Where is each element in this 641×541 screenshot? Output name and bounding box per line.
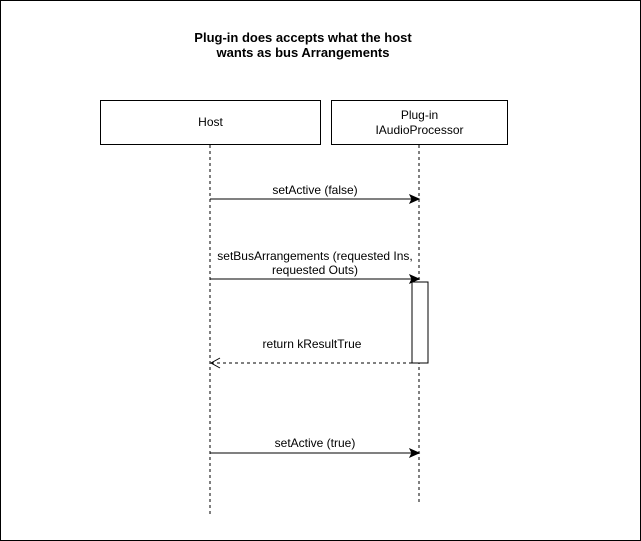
title-line-2: wants as bus Arrangements xyxy=(216,45,390,60)
message-label-2: setBusArrangements (requested Ins, reque… xyxy=(212,249,418,277)
message-label-2-line2: requested Outs) xyxy=(271,263,359,277)
title-line-1: Plug-in does accepts what the host xyxy=(194,30,412,45)
diagram-title: Plug-in does accepts what the host wants… xyxy=(150,30,456,60)
message-arrowhead-3 xyxy=(209,357,221,369)
message-label-2-line1: setBusArrangements (requested Ins, xyxy=(217,249,413,263)
plugin-activation-bar xyxy=(411,281,429,364)
message-label-1: setActive (false) xyxy=(272,183,358,197)
message-label-4: setActive (true) xyxy=(274,436,356,450)
message-label-3: return kResultTrue xyxy=(262,337,362,351)
message-arrowhead-4 xyxy=(408,447,421,459)
participant-plugin-label-line2: IAudioProcessor xyxy=(375,122,464,137)
participant-plugin: Plug-in IAudioProcessor xyxy=(331,100,508,145)
participant-host: Host xyxy=(100,100,321,145)
message-arrowhead-1 xyxy=(408,193,421,205)
message-arrowhead-2 xyxy=(408,273,421,285)
participant-plugin-label-line1: Plug-in xyxy=(400,107,439,122)
participant-host-label: Host xyxy=(198,115,223,129)
